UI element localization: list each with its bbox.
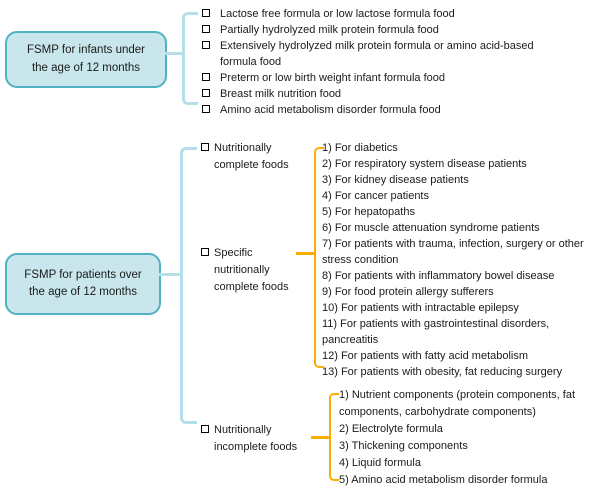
list-item: Partially hydrolyzed milk protein formul…: [202, 22, 592, 38]
list-item: Lactose free formula or low lactose form…: [202, 6, 592, 22]
patients-connector-line: [159, 273, 181, 276]
checkbox-icon: [202, 89, 210, 97]
list-item: 7) For patients with trauma, infection, …: [322, 238, 584, 266]
category-nutritionally-incomplete: Nutritionally incomplete foods: [201, 422, 300, 456]
list-item-text: Amino acid metabolism disorder formula f…: [220, 104, 441, 116]
specific-item-list: 1) For diabetics 2) For respiratory syst…: [322, 140, 602, 380]
infants-node-box: FSMP for infants under the age of 12 mon…: [5, 31, 167, 88]
specific-bracket-arm: [296, 252, 314, 255]
incomplete-item-list: 1) Nutrient components (protein componen…: [339, 387, 603, 489]
checkbox-icon: [202, 105, 210, 113]
infants-bracket: [182, 12, 198, 105]
checkbox-icon: [202, 41, 210, 49]
list-item: 6) For muscle attenuation syndrome patie…: [322, 222, 540, 234]
category-nutritionally-complete: Nutritionally complete foods: [201, 140, 300, 174]
list-item: 11) For patients with gastrointestinal d…: [322, 318, 550, 346]
patients-node-label: FSMP for patients over the age of 12 mon…: [24, 268, 142, 298]
category-label: Nutritionally complete foods: [214, 142, 289, 171]
patients-node-box: FSMP for patients over the age of 12 mon…: [5, 253, 161, 315]
category-label: Nutritionally incomplete foods: [214, 424, 298, 453]
list-item: 4) Liquid formula: [339, 457, 421, 469]
list-item: 3) Thickening components: [339, 440, 468, 452]
checkbox-icon: [201, 143, 209, 151]
list-item: 1) For diabetics: [322, 142, 398, 154]
list-item: 5) Amino acid metabolism disorder formul…: [339, 474, 548, 486]
list-item: 9) For food protein allergy sufferers: [322, 286, 494, 298]
list-item: Amino acid metabolism disorder formula f…: [202, 102, 592, 118]
list-item: 2) Electrolyte formula: [339, 423, 443, 435]
checkbox-icon: [201, 425, 209, 433]
list-item: 1) Nutrient components (protein componen…: [339, 389, 576, 418]
infants-item-list: Lactose free formula or low lactose form…: [202, 6, 592, 118]
list-item: 4) For cancer patients: [322, 190, 429, 202]
list-item: 12) For patients with fatty acid metabol…: [322, 350, 529, 362]
checkbox-icon: [202, 25, 210, 33]
list-item-text: Breast milk nutrition food: [220, 88, 342, 100]
infants-node-label: FSMP for infants under the age of 12 mon…: [26, 44, 146, 74]
infants-connector-line: [165, 52, 183, 55]
list-item: 10) For patients with intractable epilep…: [322, 302, 519, 314]
patients-bracket: [180, 147, 197, 424]
list-item: 2) For respiratory system disease patien…: [322, 158, 527, 170]
list-item: 13) For patients with obesity, fat reduc…: [322, 366, 563, 378]
list-item-text: Lactose free formula or low lactose form…: [220, 8, 455, 20]
list-item: Breast milk nutrition food: [202, 86, 592, 102]
list-item-text: Preterm or low birth weight infant formu…: [220, 72, 445, 84]
list-item: 8) For patients with inflammatory bowel …: [322, 270, 555, 282]
list-item: Preterm or low birth weight infant formu…: [202, 70, 592, 86]
checkbox-icon: [202, 73, 210, 81]
category-specific-complete: Specific nutritionally complete foods: [201, 245, 300, 296]
list-item: Extensively hydrolyzed milk protein form…: [202, 38, 592, 70]
category-label: Specific nutritionally complete foods: [214, 247, 289, 293]
incomplete-items-bracket: [329, 393, 339, 481]
list-item: 3) For kidney disease patients: [322, 174, 469, 186]
specific-items-bracket: [314, 147, 324, 368]
list-item-text: Extensively hydrolyzed milk protein form…: [220, 40, 534, 68]
checkbox-icon: [201, 248, 209, 256]
incomplete-bracket-arm: [311, 436, 329, 439]
list-item-text: Partially hydrolyzed milk protein formul…: [220, 24, 439, 36]
list-item: 5) For hepatopaths: [322, 206, 415, 218]
checkbox-icon: [202, 9, 210, 17]
